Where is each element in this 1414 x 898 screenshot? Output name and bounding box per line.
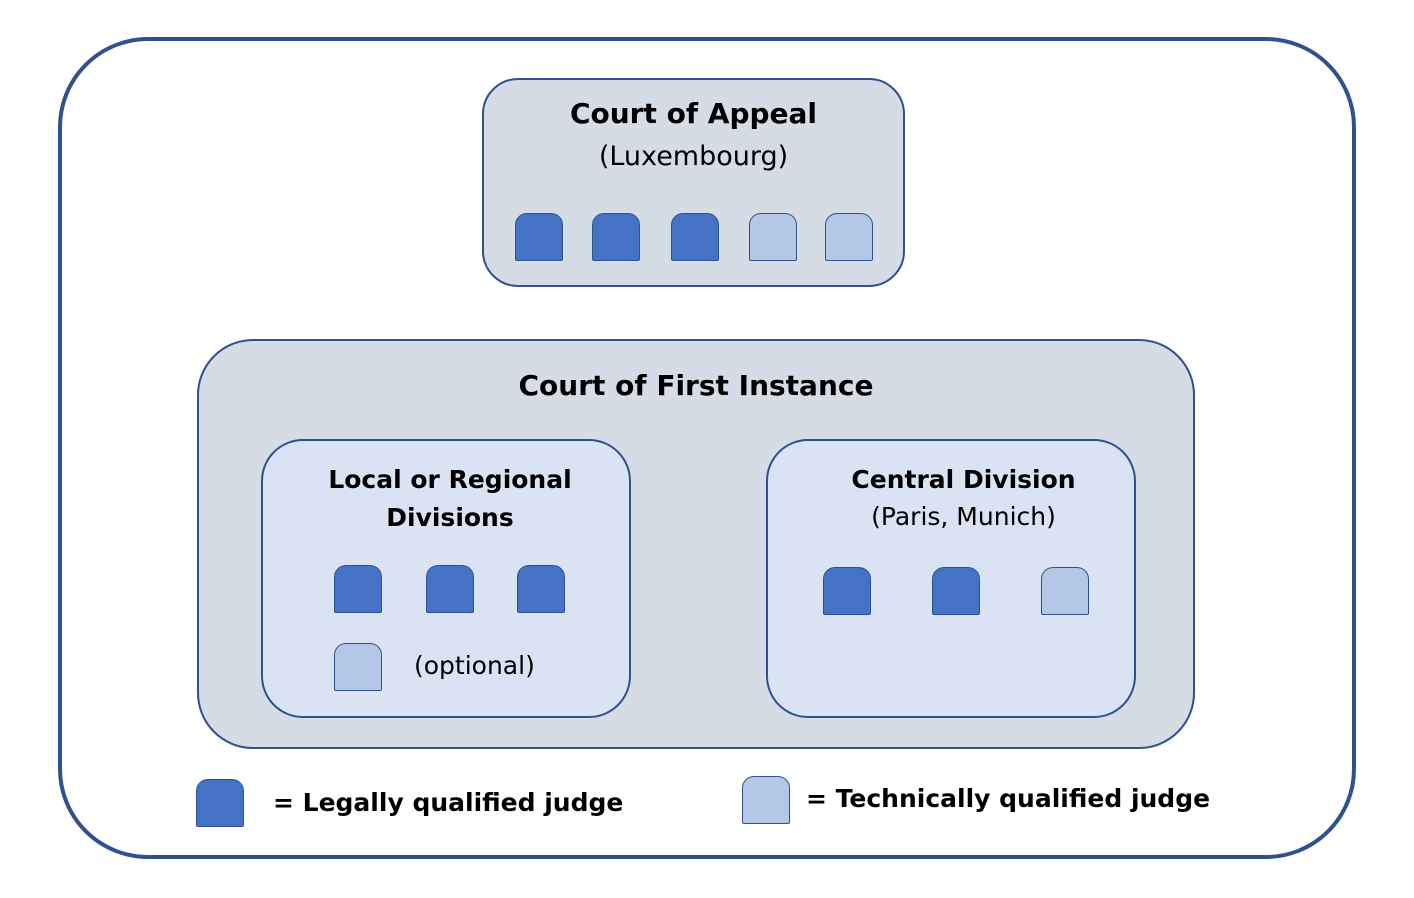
optional-label: (optional) [414,651,535,680]
legend-technical-judge-icon [742,776,790,824]
court-of-appeal-title: Court of Appeal [569,97,818,130]
local-regional-title-line2: Divisions [386,503,514,532]
legend-legal-label: = Legally qualified judge [273,788,624,817]
court-of-first-instance-title: Court of First Instance [518,369,874,402]
optional-technical-judge-icon [334,643,382,691]
legend-legal-judge-icon [196,779,244,827]
legal-judge-icon [515,213,563,261]
legal-judge-icon [426,565,474,613]
legal-judge-icon [823,567,871,615]
legal-judge-icon [671,213,719,261]
central-division-location: (Paris, Munich) [871,502,1056,531]
legal-judge-icon [334,565,382,613]
legal-judge-icon [932,567,980,615]
legal-judge-icon [517,565,565,613]
local-regional-title-line1: Local or Regional [328,465,572,494]
technical-judge-icon [749,213,797,261]
legend-technical-label: = Technically qualified judge [806,784,1211,813]
court-of-appeal-location: (Luxembourg) [598,141,789,172]
central-division-title: Central Division [851,465,1076,494]
legal-judge-icon [592,213,640,261]
technical-judge-icon [1041,567,1089,615]
technical-judge-icon [825,213,873,261]
